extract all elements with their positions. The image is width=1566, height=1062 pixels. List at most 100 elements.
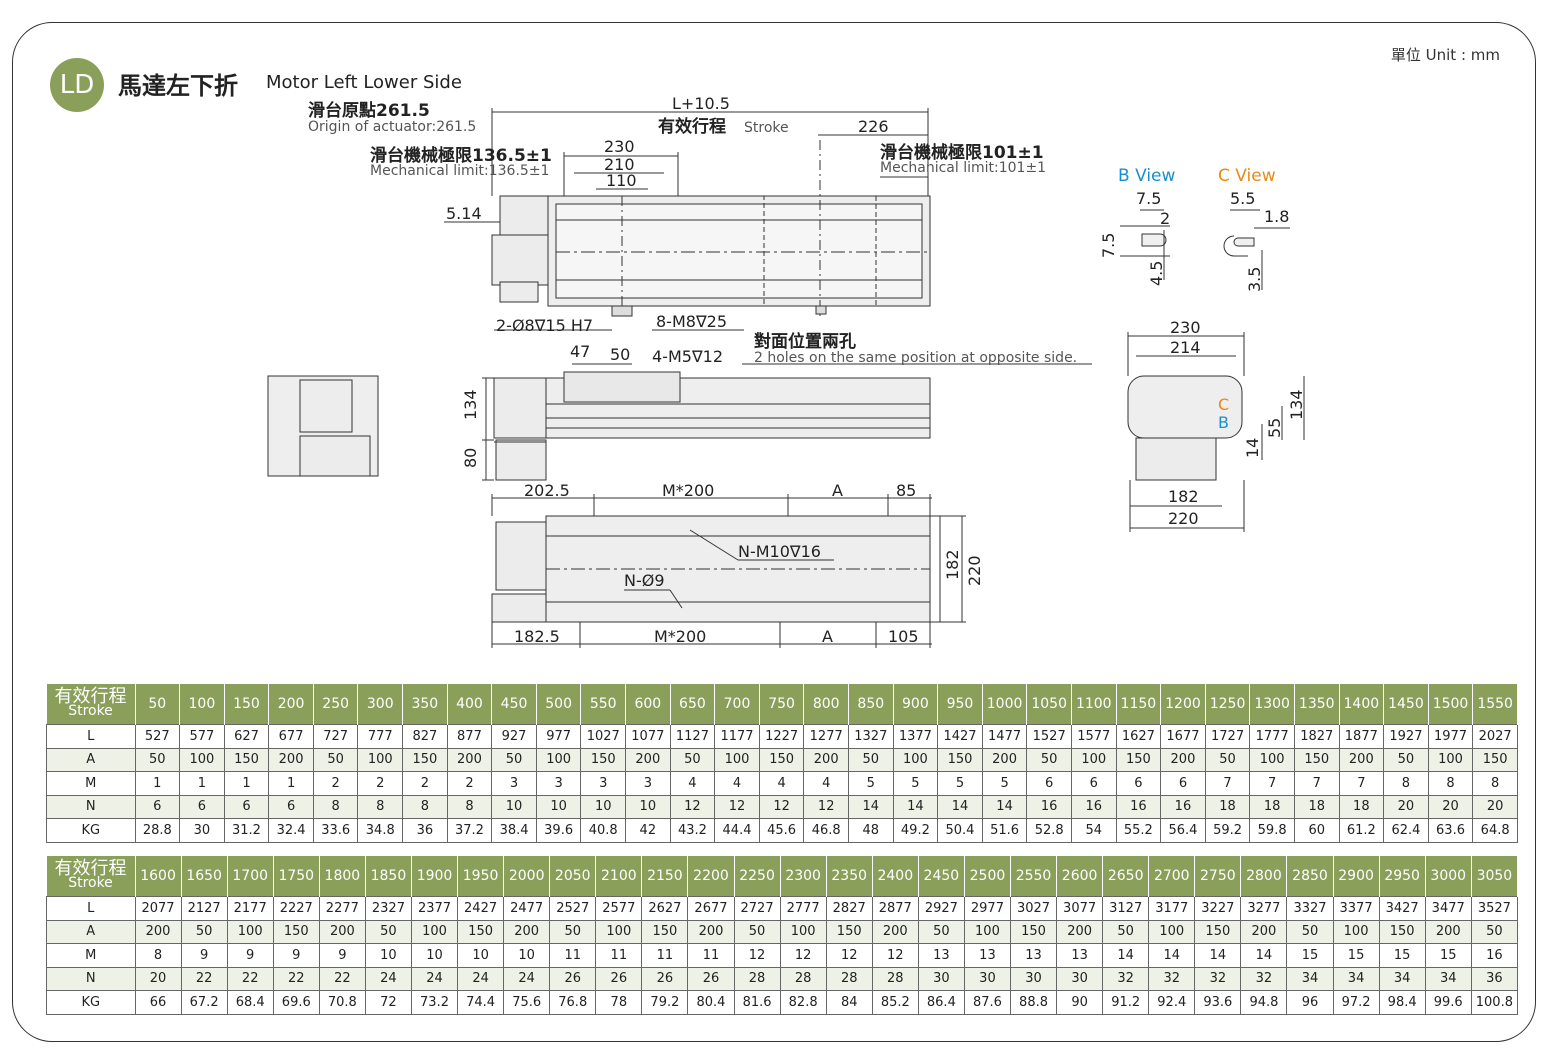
stroke-header-zh: 有效行程 bbox=[54, 858, 127, 879]
table-cell: 7 bbox=[1204, 771, 1251, 796]
dowel-hole-label: 2-Ø8∇15 H7 bbox=[496, 316, 593, 335]
table-cell: 5 bbox=[848, 771, 894, 796]
table-cell: 150 bbox=[641, 919, 689, 944]
stroke-value: 1650 bbox=[181, 856, 228, 897]
table-cell: 3 bbox=[535, 771, 582, 796]
table-cell: 48 bbox=[848, 818, 894, 843]
table-cell: 14 bbox=[1194, 943, 1242, 968]
table-cell: 26 bbox=[549, 966, 597, 991]
table-cell: 28 bbox=[779, 966, 827, 991]
table-cell: 200 bbox=[268, 747, 314, 772]
table-cell: 9 bbox=[318, 943, 366, 968]
c-dim-3-5: 3.5 bbox=[1245, 267, 1264, 292]
table-cell: 150 bbox=[1378, 919, 1426, 944]
stroke-value: 2850 bbox=[1286, 856, 1334, 897]
table-cell: 9 bbox=[226, 943, 274, 968]
end-dim-230: 230 bbox=[1170, 318, 1201, 337]
table-cell: 2777 bbox=[779, 896, 827, 921]
table-cell: 15 bbox=[1286, 943, 1334, 968]
mech-limit-left-zh: 滑台機械極限136.5±1 bbox=[370, 145, 552, 166]
table-cell: 2677 bbox=[687, 896, 735, 921]
end-dim-55: 55 bbox=[1265, 418, 1284, 438]
table-cell: 30 bbox=[917, 966, 965, 991]
stroke-header-en: Stroke bbox=[68, 703, 113, 719]
stroke-value: 3050 bbox=[1471, 856, 1519, 897]
mech-limit-left-en: Mechanical limit:136.5±1 bbox=[370, 163, 549, 179]
table-cell: 50.4 bbox=[937, 818, 983, 843]
table-cell: 80.4 bbox=[687, 990, 735, 1015]
b-marker: B bbox=[1218, 413, 1229, 432]
table-cell: 50 bbox=[669, 747, 716, 772]
stroke-value: 650 bbox=[670, 684, 716, 725]
table-cell: 5 bbox=[981, 771, 1028, 796]
table-cell: 1877 bbox=[1338, 724, 1385, 749]
table-cell: 1327 bbox=[848, 724, 894, 749]
table-cell: 43.2 bbox=[669, 818, 716, 843]
mech-limit-right-en: Mechanical limit:101±1 bbox=[880, 160, 1046, 176]
top-view bbox=[444, 108, 931, 331]
dim-50: 50 bbox=[610, 345, 630, 364]
table-cell: 3227 bbox=[1194, 896, 1242, 921]
c-dim-1-8: 1.8 bbox=[1264, 207, 1289, 226]
stroke-value: 1350 bbox=[1294, 684, 1340, 725]
stroke-value: 250 bbox=[313, 684, 359, 725]
table-cell: 2127 bbox=[180, 896, 228, 921]
b-view-title: B View bbox=[1118, 166, 1176, 186]
table-cell: 42 bbox=[625, 818, 671, 843]
stroke-value: 2000 bbox=[503, 856, 551, 897]
table-cell: 6 bbox=[1070, 771, 1117, 796]
table-cell: 11 bbox=[641, 943, 689, 968]
table-cell: 86.4 bbox=[917, 990, 965, 1015]
table-cell: 50 bbox=[491, 747, 537, 772]
table-cell: 1977 bbox=[1427, 724, 1474, 749]
table-cell: 22 bbox=[226, 966, 274, 991]
table-cell: 40.8 bbox=[580, 818, 627, 843]
row-label: N bbox=[46, 794, 136, 819]
stroke-value: 2650 bbox=[1102, 856, 1150, 897]
table-cell: 200 bbox=[1056, 919, 1104, 944]
stroke-value: 2500 bbox=[964, 856, 1011, 897]
stroke-value: 700 bbox=[714, 684, 760, 725]
row-label: KG bbox=[46, 818, 136, 843]
table-cell: 1227 bbox=[758, 724, 805, 749]
stroke-value: 2300 bbox=[780, 856, 827, 897]
table-cell: 36 bbox=[402, 818, 448, 843]
table-cell: 927 bbox=[491, 724, 537, 749]
stroke-value: 2750 bbox=[1194, 856, 1242, 897]
table-cell: 150 bbox=[402, 747, 448, 772]
stroke-header-en: Stroke bbox=[68, 875, 113, 891]
row-label: A bbox=[46, 919, 136, 944]
table-cell: 60 bbox=[1293, 818, 1340, 843]
title-chinese: 馬達左下折 bbox=[118, 72, 238, 100]
table-cell: 15 bbox=[1378, 943, 1426, 968]
stroke-value: 2150 bbox=[641, 856, 689, 897]
dim-a-bottom: A bbox=[822, 627, 833, 646]
table-cell: 38.4 bbox=[491, 818, 537, 843]
table-cell: 32.4 bbox=[268, 818, 314, 843]
table-cell: 50 bbox=[848, 747, 894, 772]
table-cell: 76.8 bbox=[549, 990, 597, 1015]
b-dim-7-5-top: 7.5 bbox=[1136, 189, 1161, 208]
table-cell: 20 bbox=[1427, 794, 1474, 819]
stroke-value: 1200 bbox=[1160, 684, 1206, 725]
table-cell: 56.4 bbox=[1160, 818, 1206, 843]
table-cell: 9 bbox=[180, 943, 228, 968]
table-cell: 3327 bbox=[1286, 896, 1334, 921]
table-cell: 36 bbox=[1470, 966, 1519, 991]
table-cell: 50 bbox=[1026, 747, 1072, 772]
dim-202-5: 202.5 bbox=[524, 481, 570, 500]
stroke-value: 2350 bbox=[826, 856, 873, 897]
table-cell: 150 bbox=[272, 919, 320, 944]
table-cell: 100 bbox=[179, 747, 225, 772]
c-dim-5-5: 5.5 bbox=[1230, 189, 1255, 208]
table-cell: 10 bbox=[625, 794, 671, 819]
m5-hole-label: 4-M5∇12 bbox=[652, 347, 723, 366]
stroke-value: 900 bbox=[893, 684, 939, 725]
table-cell: 10 bbox=[457, 943, 505, 968]
table-cell: 100 bbox=[963, 919, 1011, 944]
table-cell: 72 bbox=[364, 990, 412, 1015]
table-cell: 30 bbox=[963, 966, 1011, 991]
table-cell: 24 bbox=[364, 966, 412, 991]
